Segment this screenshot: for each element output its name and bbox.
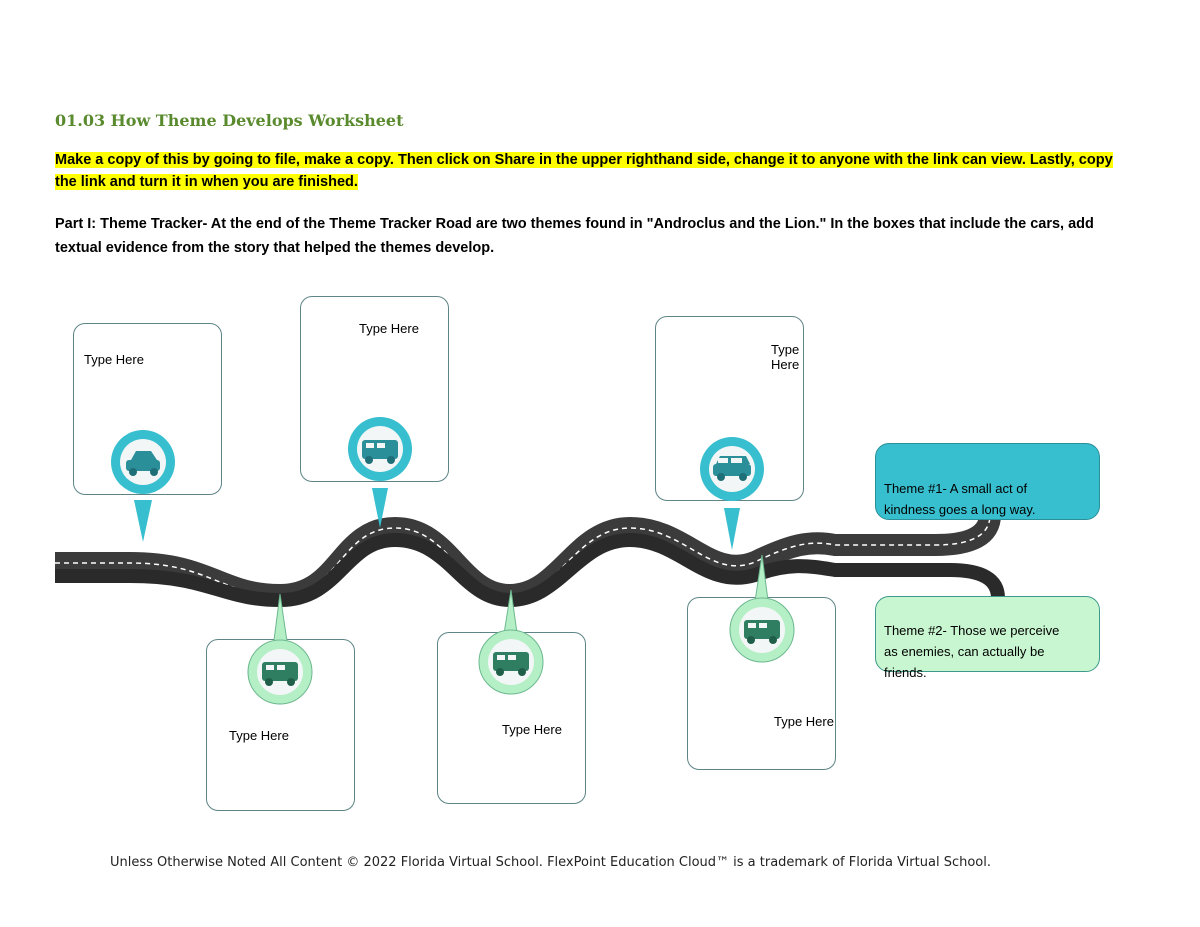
copyright-footer: Unless Otherwise Noted All Content © 202… xyxy=(110,855,991,870)
car-pin-4 xyxy=(247,593,313,705)
part-one-prompt: Part I: Theme Tracker- At the end of the… xyxy=(55,216,1094,256)
road xyxy=(55,513,1005,608)
evidence-box-2[interactable]: Type Here xyxy=(300,296,449,482)
car-pin-5 xyxy=(478,589,544,695)
instructions: Make a copy of this by going to file, ma… xyxy=(55,149,1115,193)
van-icon xyxy=(744,620,780,644)
theme-1-text: Theme #1- A small act of kindness goes a… xyxy=(884,481,1036,517)
van-icon xyxy=(362,440,398,464)
evidence-box-label: Type Here xyxy=(502,722,562,737)
car-pin-6 xyxy=(729,554,795,663)
suv-icon xyxy=(713,456,751,481)
car-icon xyxy=(126,451,160,476)
car-pin-2 xyxy=(348,417,412,528)
car-pin-1 xyxy=(111,430,175,542)
evidence-box-label: Type Here xyxy=(229,728,289,743)
van-icon xyxy=(493,652,529,676)
van-icon xyxy=(262,662,298,686)
theme-2-text: Theme #2- Those we perceive as enemies, … xyxy=(884,623,1060,680)
theme-2-box[interactable]: Theme #2- Those we perceive as enemies, … xyxy=(875,596,1100,680)
theme-1-box[interactable]: Theme #1- A small act of kindness goes a… xyxy=(875,443,1100,520)
evidence-box-label: Type Here xyxy=(84,352,144,367)
page-title: 01.03 How Theme Develops Worksheet xyxy=(55,111,404,130)
evidence-box-label: Type Here xyxy=(771,342,800,372)
evidence-box-6[interactable]: Type Here xyxy=(687,597,836,770)
evidence-box-label: Type Here xyxy=(359,321,419,336)
evidence-box-label: Type Here xyxy=(774,714,834,729)
car-pin-3 xyxy=(700,437,764,550)
